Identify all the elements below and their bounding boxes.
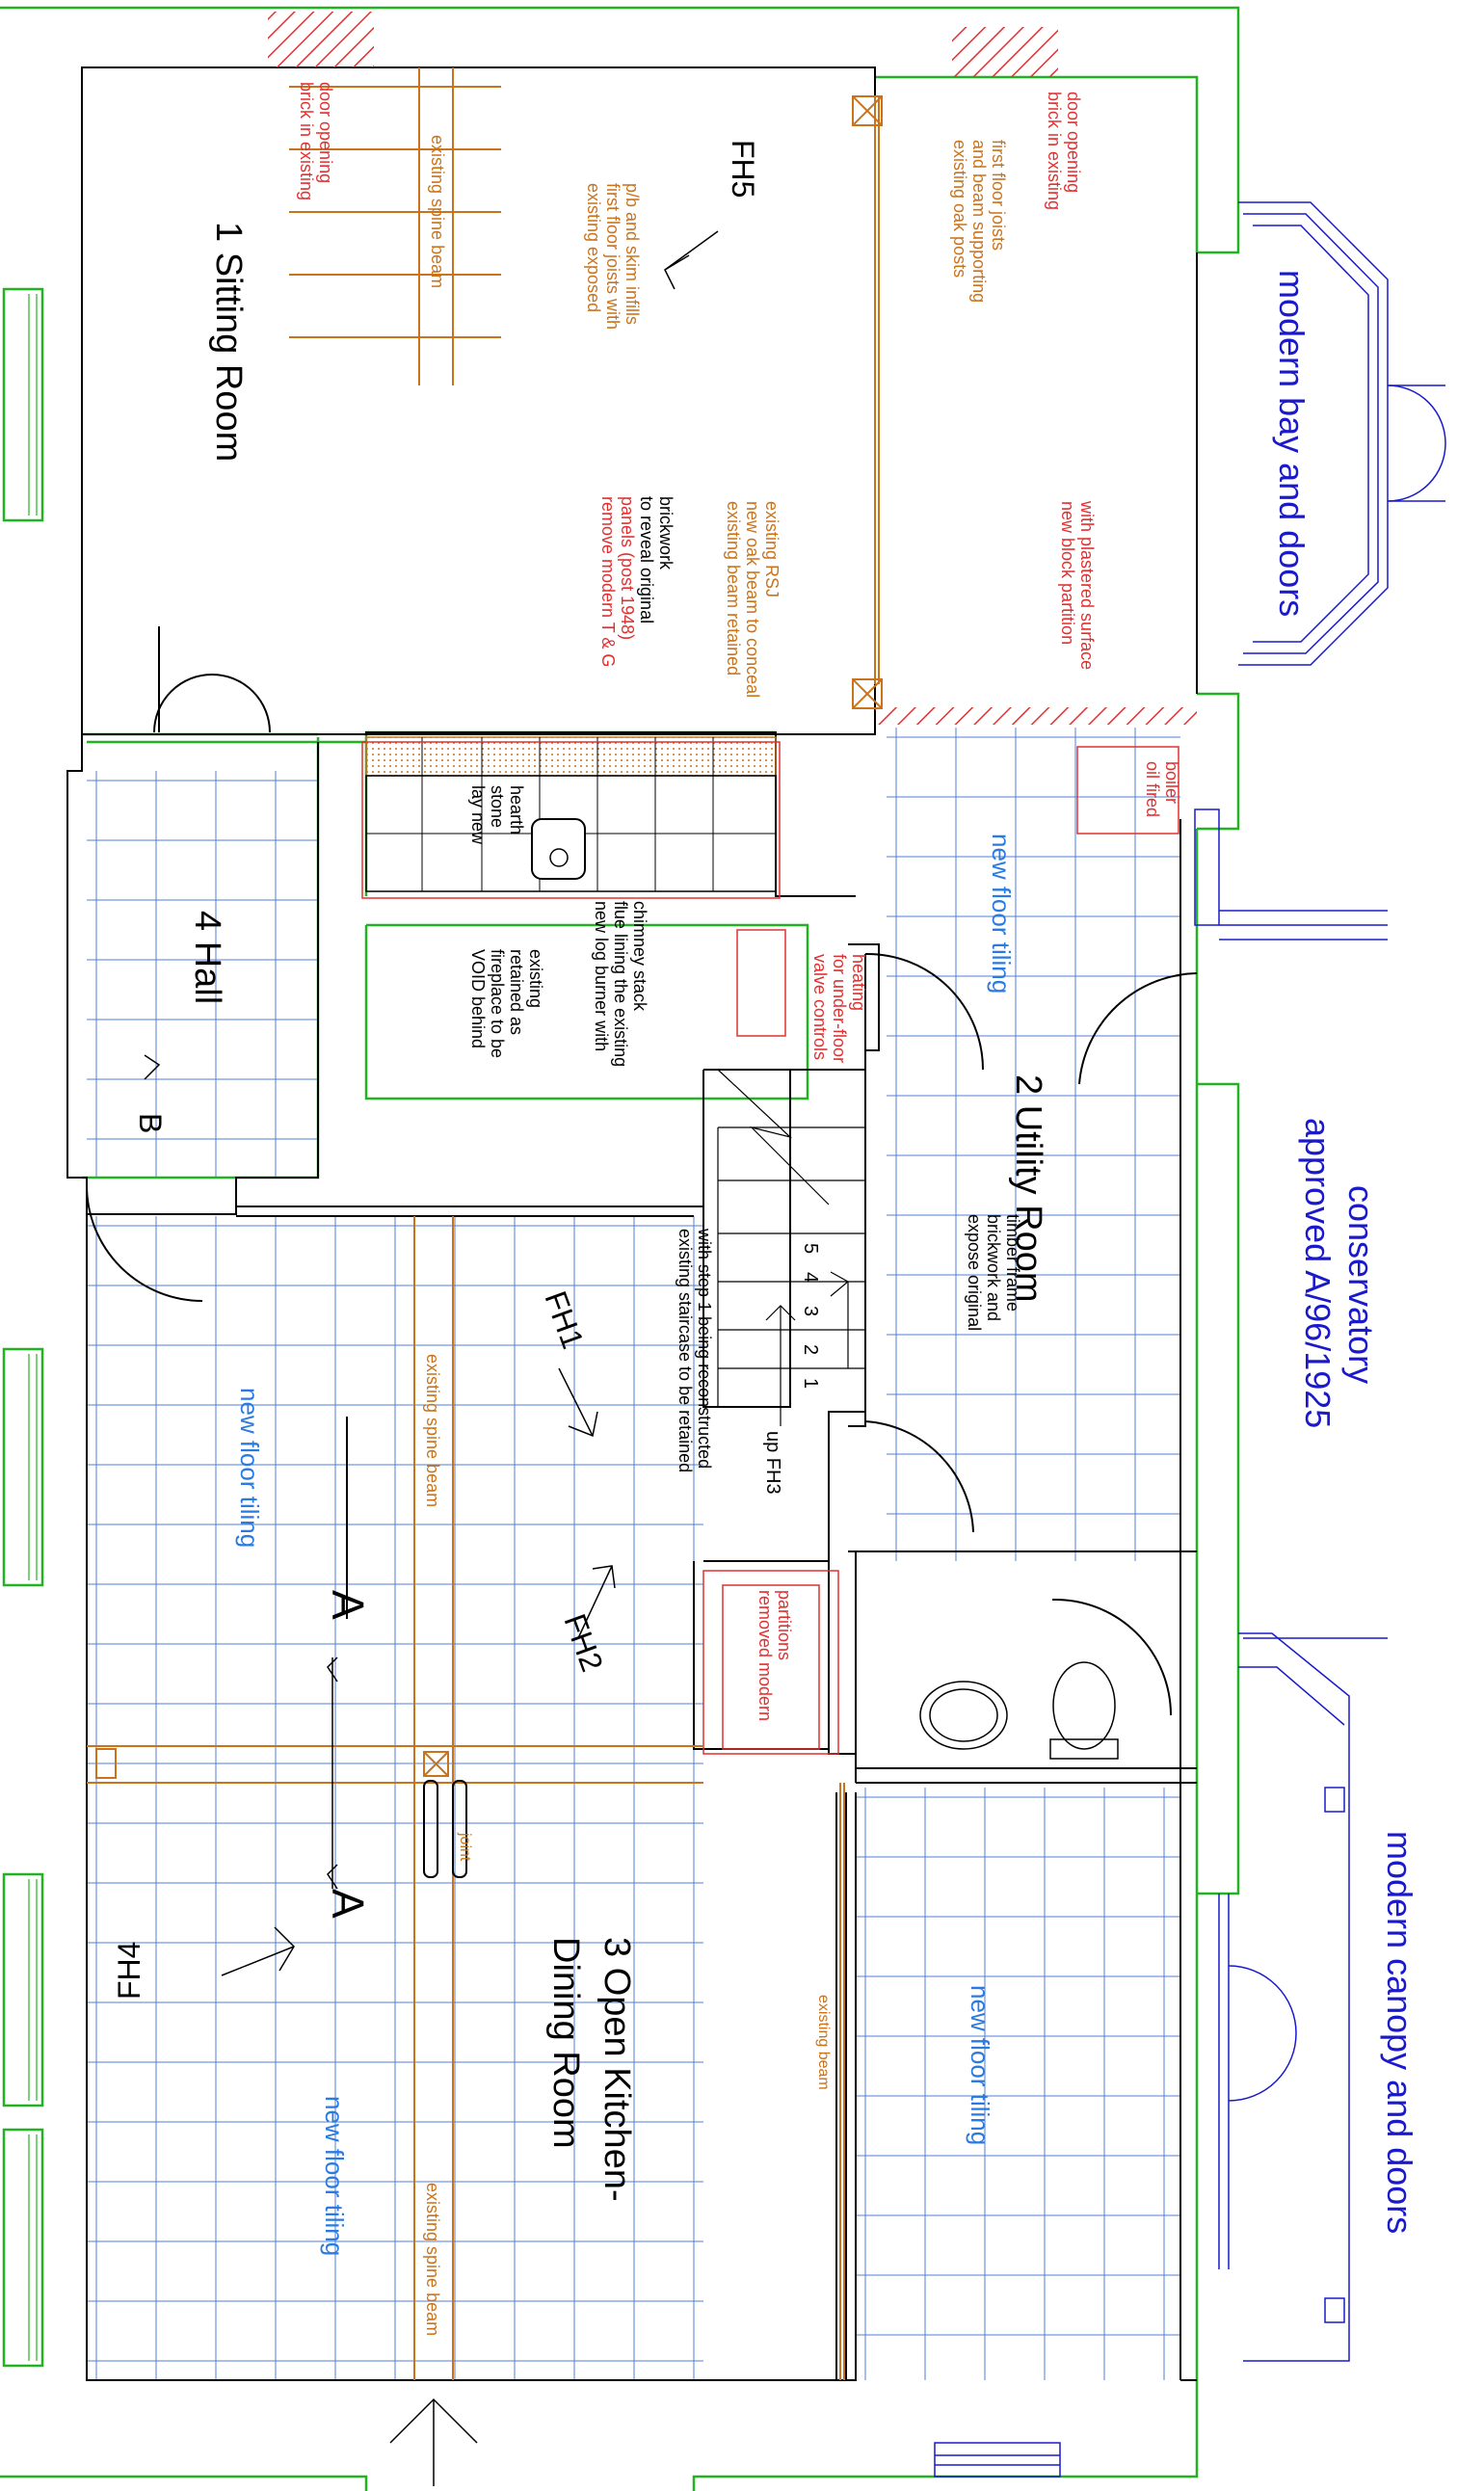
marker-fh5: FH5 [726,140,760,198]
marker-fh2: FH2 [557,1609,610,1676]
stair-numbers: 5 4 3 2 1 [800,1243,821,1389]
section-b: B [133,1113,168,1133]
walls [66,66,1198,2381]
stair-number: 3 [800,1306,821,1316]
stair-number: 4 [800,1272,821,1283]
note-tiling-kitchen-right: new floor tiling [966,1985,994,2145]
note-staircase: existing staircase to be retainedwith st… [676,1228,714,1472]
modern-canopy [934,808,1388,2478]
note-oil-boiler: oil firedboiler [1143,761,1181,817]
bathroom-fixtures [919,1661,1119,1760]
label-modern-canopy: modern canopy and doors [1380,1831,1419,2234]
room-label-kitchen-1: 3 Open Kitchen- [596,1937,637,2202]
note-block-partition: new block partitionwith plastered surfac… [1058,500,1097,670]
note-spine-beam-sitting: existing spine beam [428,135,447,288]
note-void: VOID behindfireplace to beretained asexi… [468,949,545,1058]
section-a-bottom: A [323,1889,373,1919]
note-expose-brick: expose originalbrickwork andtimber frame [965,1214,1022,1331]
note-spine-beam-bottom: existing spine beam [423,2183,442,2336]
modern-bay [1238,201,1446,666]
room-label-sitting: 1 Sitting Room [208,222,249,462]
room-labels: 1 Sitting Room 2 Utility Room 3 Open Kit… [187,222,1048,2202]
section-a-top: A [323,1590,373,1620]
note-valve: valve controlsfor under-floorheating [810,954,868,1063]
joint-marker [423,1780,467,1878]
note-brick-left: brick in existingdoor opening [297,82,335,200]
note-beam-retained: existing beam retainednew oak beam to co… [724,501,782,698]
note-brick-right: brick in existingdoor opening [1045,92,1083,210]
room-label-kitchen-2: Dining Room [545,1937,586,2149]
windows [28,294,38,2361]
note-remove-panels: remove modern T & Gpanels (post 1948)to … [598,496,676,667]
note-joists: existing exposedfirst floor joists withp… [584,183,642,330]
fireplace [361,736,781,899]
note-tiling-utility: new floor tiling [987,834,1016,994]
note-spine-beam-mid: existing spine beam [423,1354,442,1507]
stair-number: 5 [800,1243,821,1254]
section-markers: A A B [133,1113,373,1919]
label-conservatory-2: approved A/96/1925 [1298,1118,1338,1428]
stair-number: 2 [800,1344,821,1355]
label-modern-bay: modern bay and doors [1272,270,1312,617]
note-stone-hearth: lay newstonehearth [468,785,526,845]
exterior-labels: modern bay and doors conservatory approv… [1272,270,1419,2234]
notes: brick in existingdoor opening brick in e… [235,82,1181,2336]
service-boxes [702,746,1179,1755]
marker-fh3: up FH3 [762,1431,783,1495]
staircase [717,1069,865,1426]
stair-number: 1 [800,1378,821,1389]
room-label-hall: 4 Hall [187,911,227,1004]
note-joint: joint [457,1832,473,1862]
note-tiling-hall: new floor tiling [235,1388,264,1548]
beams [87,67,883,2380]
note-oak-posts: existing oak postsand beam supportingfir… [950,140,1008,303]
tile-grid [87,728,1180,2380]
hatch-areas [268,12,1197,725]
photo-arrows [144,230,719,2486]
room-label-utility: 2 Utility Room [1008,1074,1048,1303]
marker-fh4: FH4 [112,1942,146,2000]
note-existing-beam: existing beam [815,1995,832,2090]
label-conservatory-1: conservatory [1341,1185,1381,1384]
note-removed-partitions: removed modernpartitions [755,1590,794,1721]
note-tiling-kitchen-left: new floor tiling [320,2096,349,2256]
note-log-burner: new log burner withflue lining the exist… [592,901,649,1067]
marker-fh1: FH1 [538,1286,591,1353]
